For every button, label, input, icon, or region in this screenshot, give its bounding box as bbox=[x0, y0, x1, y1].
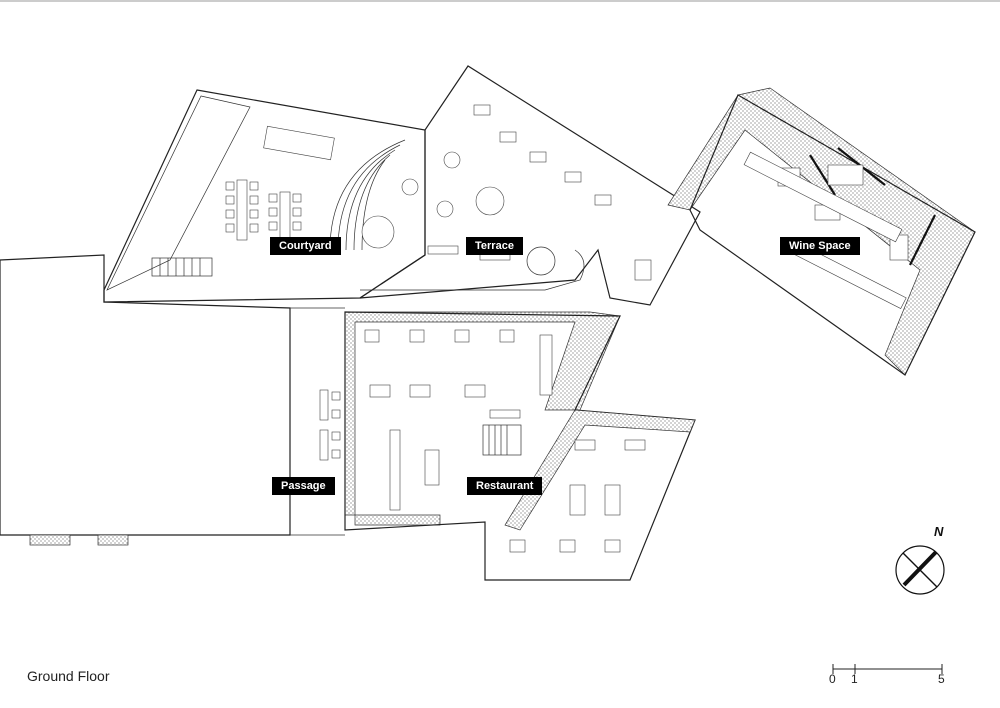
restaurant-area bbox=[344, 311, 696, 581]
passage-label: Passage bbox=[272, 477, 335, 495]
scale-bar bbox=[832, 664, 943, 674]
wine-space-label: Wine Space bbox=[780, 237, 860, 255]
restaurant-label: Restaurant bbox=[467, 477, 543, 495]
plan-title: Ground Floor bbox=[27, 668, 110, 684]
north-letter: N bbox=[934, 524, 944, 539]
north-arrow bbox=[895, 545, 945, 595]
terrace-area bbox=[359, 65, 701, 306]
courtyard-label: Courtyard bbox=[270, 237, 341, 255]
courtyard-area bbox=[103, 89, 426, 303]
wine-space-area bbox=[667, 87, 976, 376]
scale-label-zero: 0 bbox=[829, 672, 836, 686]
terrace-label: Terrace bbox=[466, 237, 523, 255]
scale-label-one: 1 bbox=[851, 672, 858, 686]
scale-label-five: 5 bbox=[938, 672, 945, 686]
passage-area bbox=[0, 254, 345, 546]
